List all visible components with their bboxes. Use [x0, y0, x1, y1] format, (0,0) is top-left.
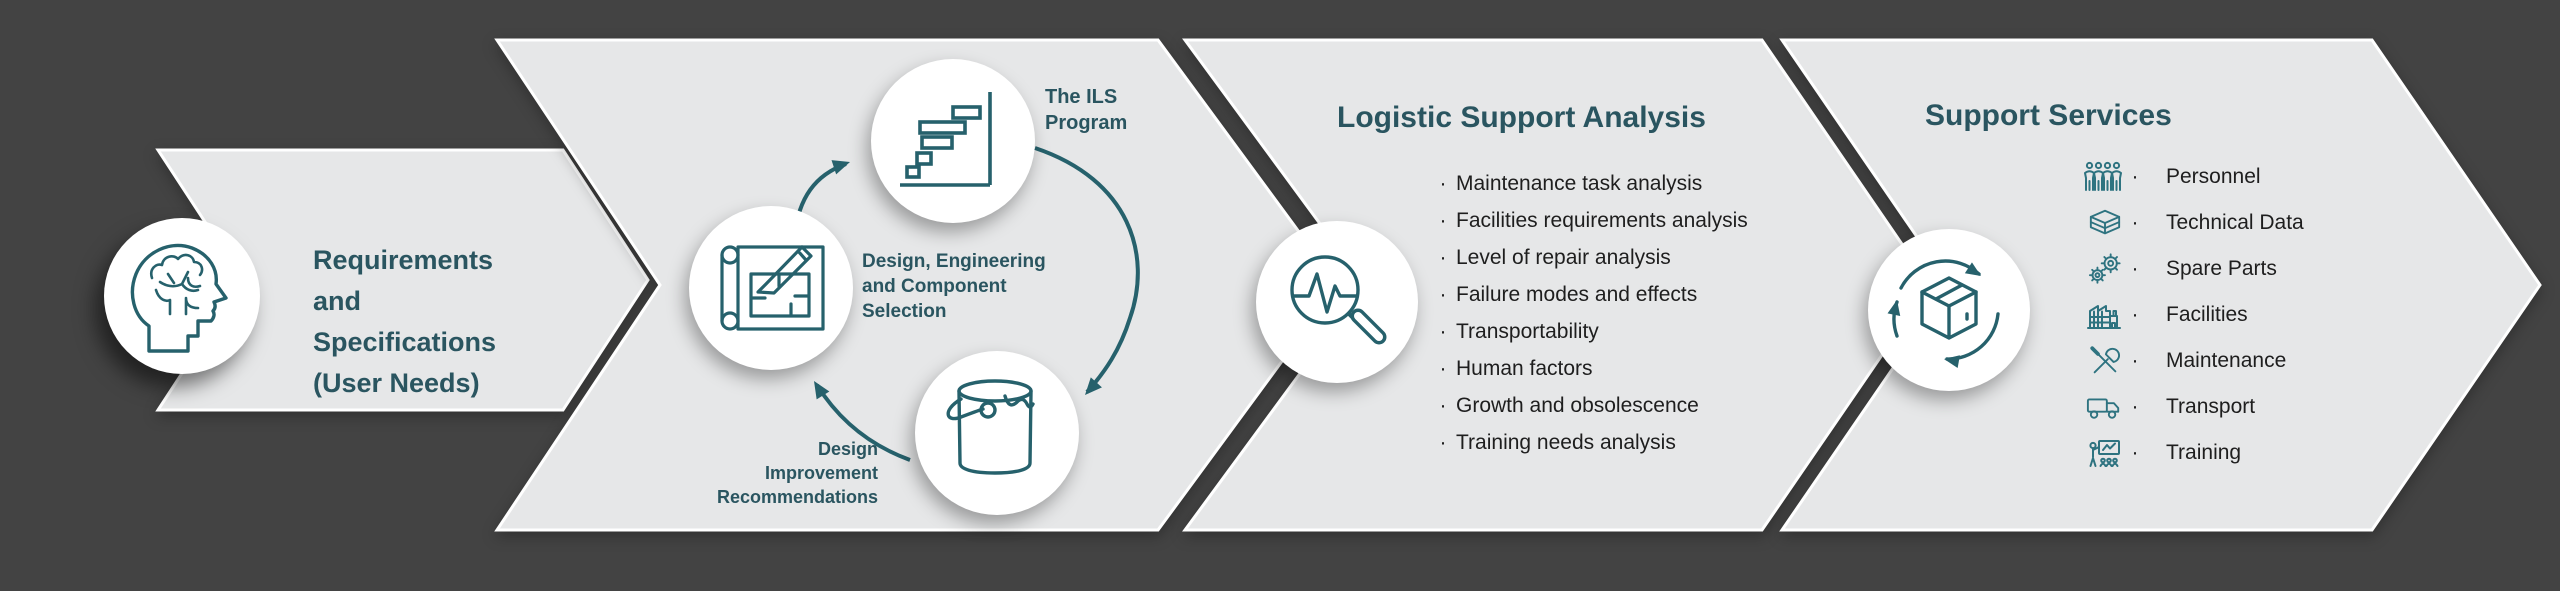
step1-title: Requirements and Specifications (User Ne… — [313, 240, 496, 404]
support-services-title: Support Services — [1925, 99, 2172, 132]
bullet: · — [1439, 357, 1447, 380]
training-icon — [2080, 437, 2122, 469]
list-item: ·Level of repair analysis — [1430, 244, 1760, 271]
bullet: · — [1439, 283, 1447, 306]
list-item: · Technical Data — [2080, 206, 2304, 239]
list-item: ·Maintenance task analysis — [1430, 170, 1760, 197]
step1-icon-circle — [104, 218, 260, 374]
list-item: · Maintenance — [2080, 344, 2304, 377]
list-item: · Personnel — [2080, 160, 2304, 193]
list-item: ·Failure modes and effects — [1430, 281, 1760, 308]
facilities-icon — [2080, 299, 2122, 331]
blueprint-pencil-icon — [720, 245, 825, 331]
list-item: · Training — [2080, 436, 2304, 469]
personnel-icon — [2080, 161, 2122, 193]
bullet: · — [2131, 394, 2139, 418]
bullet: · — [2131, 440, 2139, 464]
design-improvement-label: Design Improvement Recommendations — [716, 439, 878, 507]
bucket-icon-circle — [915, 351, 1079, 515]
magnifier-icon-circle — [1256, 221, 1418, 383]
logistic-support-analysis-list: ·Maintenance task analysis ·Facilities r… — [1430, 170, 1760, 456]
step1-line: Specifications — [313, 327, 497, 357]
bullet: · — [1439, 209, 1447, 232]
logistic-support-analysis-title: Logistic Support Analysis — [1337, 101, 1706, 134]
paint-bucket-icon — [946, 379, 1035, 475]
bullet: · — [2131, 164, 2139, 188]
head-brain-icon — [130, 243, 228, 353]
gantt-chart-icon — [900, 92, 992, 187]
ils-program-label: The ILS Program — [1045, 86, 1128, 134]
bullet: · — [2131, 210, 2139, 234]
list-item: ·Growth and obsolescence — [1430, 392, 1760, 419]
chevron-step2 — [494, 38, 1340, 532]
list-item: · Spare Parts — [2080, 252, 2304, 285]
bullet: · — [1439, 394, 1447, 417]
bullet: · — [1439, 320, 1447, 343]
list-item: ·Training needs analysis — [1430, 429, 1760, 456]
technical-data-icon — [2080, 207, 2122, 239]
spare-parts-icon — [2080, 252, 2122, 285]
step1-line: (User Needs) — [313, 368, 480, 398]
bullet: · — [2131, 256, 2139, 280]
list-item: ·Facilities requirements analysis — [1430, 207, 1760, 234]
magnifier-pulse-icon — [1290, 255, 1387, 345]
list-item: · Facilities — [2080, 298, 2304, 331]
ils-cycle-arrows — [793, 146, 1140, 462]
bullet: · — [1439, 246, 1447, 269]
package-cycle-icon — [1887, 259, 2000, 369]
transport-icon — [2080, 391, 2122, 423]
list-item: ·Transportability — [1430, 318, 1760, 345]
step1-line: Requirements — [313, 245, 494, 275]
cycle-arrow-left — [815, 383, 911, 462]
bullet: · — [2131, 302, 2139, 326]
maintenance-icon — [2080, 345, 2122, 377]
step1-line: and — [313, 286, 362, 316]
bullet: · — [1439, 431, 1447, 454]
blueprint-icon-circle — [689, 206, 853, 370]
support-services-list: · Personnel · Technical Data — [2080, 160, 2304, 469]
cycle-arrow-right — [1034, 146, 1140, 394]
bullet: · — [1439, 172, 1447, 195]
design-engineering-label: Design, Engineering and Component Select… — [862, 251, 1046, 322]
list-item: · Transport — [2080, 390, 2304, 423]
list-item: ·Human factors — [1430, 355, 1760, 382]
bullet: · — [2131, 348, 2139, 372]
